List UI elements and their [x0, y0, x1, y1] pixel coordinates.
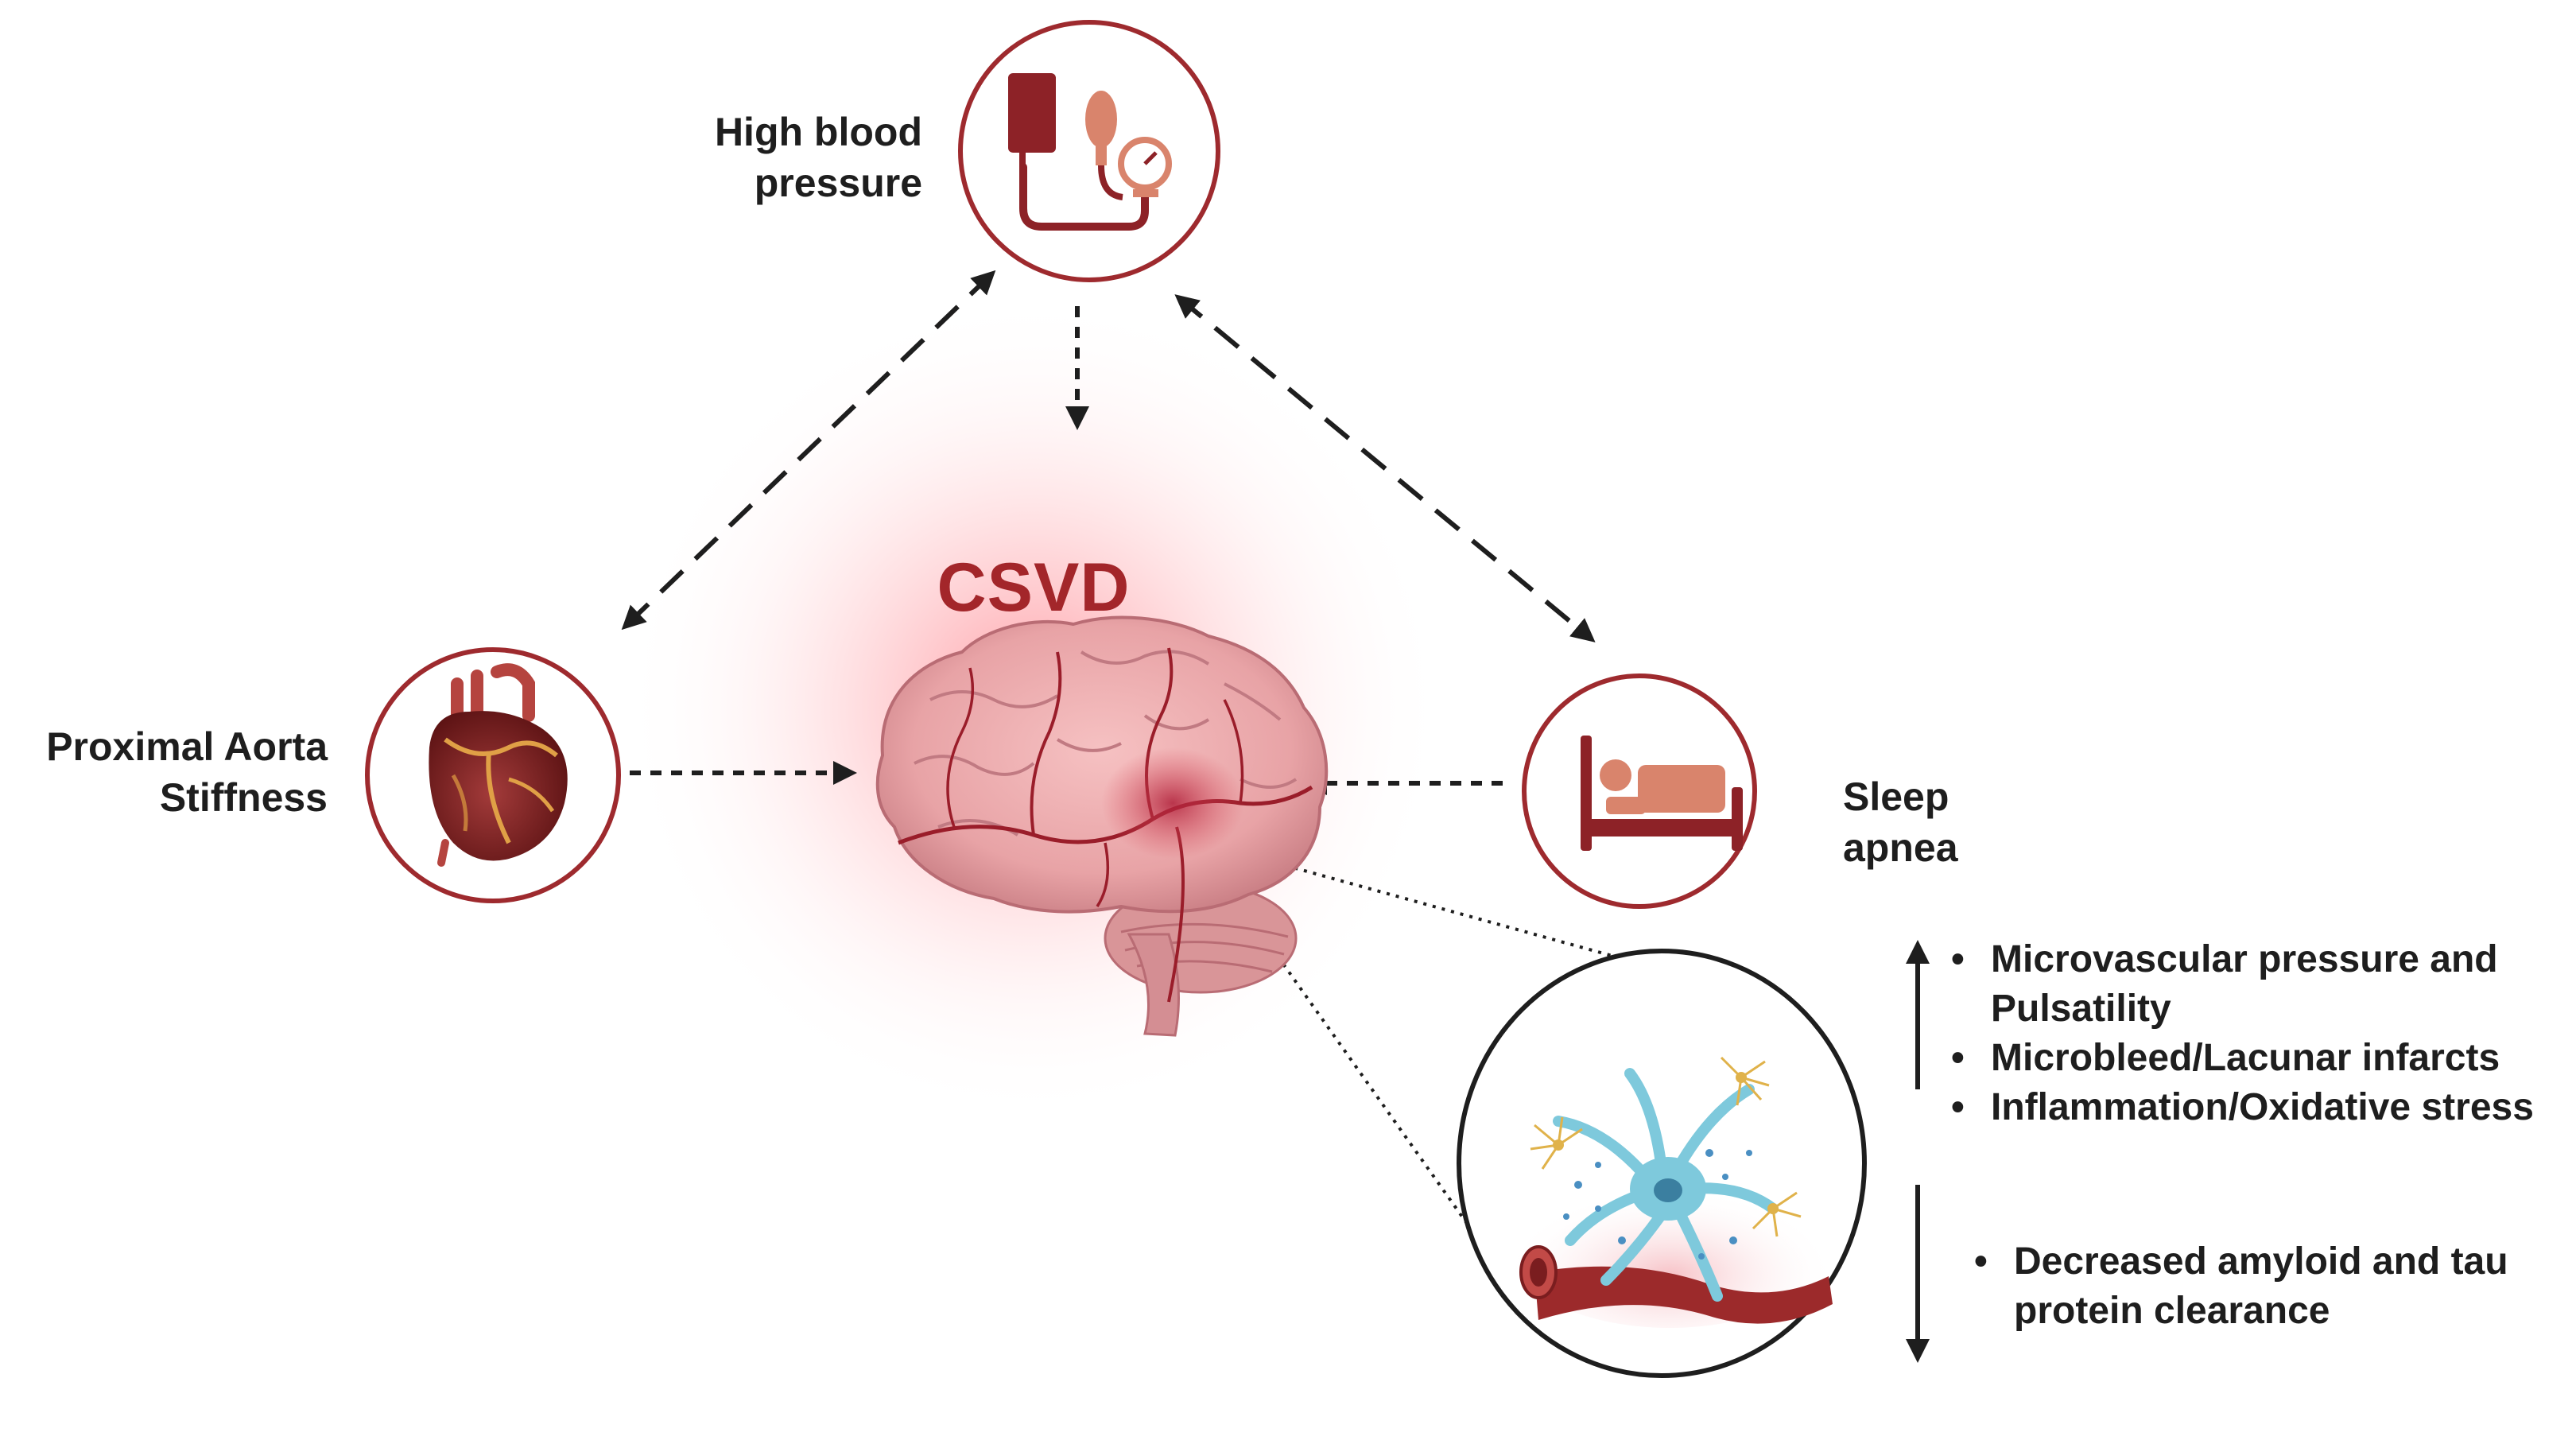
increased-effects-list: Microvascular pressure and Pulsatility M… [1945, 935, 2534, 1132]
sleep-apnea-line1: Sleep [1843, 774, 1949, 819]
sleep-apnea-label: Sleep apnea [1843, 771, 2018, 873]
bed-icon [1581, 736, 1743, 851]
neuron-and-vessel-icon [1503, 1056, 1837, 1328]
effect-pulsatility-line1: Microvascular pressure and [1991, 938, 2498, 980]
effect-pulsatility-line2: Pulsatility [1991, 988, 2171, 1030]
brain-icon [875, 615, 1329, 1037]
aorta-stiffness-label: Proximal Aorta Stiffness [0, 721, 328, 823]
blood-pressure-monitor-icon [1008, 73, 1172, 231]
effect-clearance-line2: protein clearance [2014, 1290, 2330, 1332]
arrow-bp-apnea [1174, 294, 1596, 642]
effect-item-inflammation: Inflammation/Oxidative stress [1945, 1083, 2534, 1132]
decreased-effects-list: Decreased amyloid and tau protein cleara… [1968, 1237, 2508, 1336]
arrow-bp-aorta [621, 270, 996, 631]
high-blood-pressure-line2: pressure [754, 161, 922, 205]
effect-item-microbleed: Microbleed/Lacunar infarcts [1945, 1034, 2534, 1083]
high-blood-pressure-line1: High blood [714, 110, 922, 154]
effect-item-clearance: Decreased amyloid and tau protein cleara… [1968, 1237, 2508, 1336]
effect-clearance-line1: Decreased amyloid and tau [2014, 1240, 2508, 1283]
high-blood-pressure-label: High blood pressure [652, 107, 922, 208]
high-blood-pressure-circle [958, 20, 1220, 282]
aorta-stiffness-line1: Proximal Aorta [46, 724, 328, 769]
zoom-line-lower [1221, 877, 1500, 1270]
csvd-title: CSVD [937, 549, 1131, 626]
sleep-apnea-line2: apnea [1843, 825, 1958, 870]
heart-icon [429, 663, 568, 867]
aorta-stiffness-line2: Stiffness [159, 775, 328, 820]
effect-item-pulsatility: Microvascular pressure and Pulsatility [1945, 935, 2534, 1034]
